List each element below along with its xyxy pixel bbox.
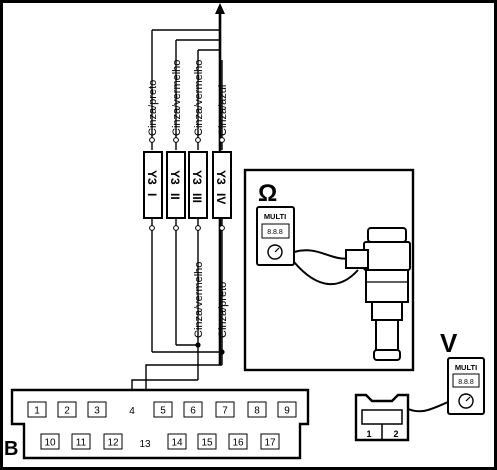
pin-4-label: 4 [129, 406, 135, 417]
arrow-up-icon [215, 3, 225, 14]
volt-symbol: V [440, 328, 458, 358]
volt-test: V MULTI 8.8.8 1 2 [354, 328, 485, 442]
pin-label-17: 17 [264, 438, 276, 449]
pin-label-3: 3 [94, 406, 100, 417]
pin-box-5 [153, 401, 173, 418]
wire-label-6: Cinza/preto [217, 282, 229, 338]
pin-box-14 [167, 433, 187, 450]
pin-box-15 [197, 433, 217, 450]
pin-label-7: 7 [222, 406, 228, 417]
pin-label-10: 10 [44, 438, 56, 449]
ohm-test-inset: Ω MULTI 8.8.8 [243, 168, 415, 372]
svg-text:8.8.8: 8.8.8 [267, 229, 283, 236]
svg-text:8.8.8: 8.8.8 [458, 379, 474, 386]
pin-label-2: 2 [64, 406, 70, 417]
pin-box-7 [215, 401, 235, 418]
wire-label-2: Cinza/vermelho [171, 60, 183, 136]
pin-box-3 [87, 401, 107, 418]
svg-text:I: I [145, 193, 159, 196]
pin-box-8 [247, 401, 267, 418]
pin-label-12: 12 [107, 438, 119, 449]
pin-label-6: 6 [190, 406, 196, 417]
injector-3: Y3 III [188, 151, 208, 219]
injector-4: Y3 IV [212, 151, 232, 219]
svg-text:III: III [190, 193, 204, 203]
pin-label-9: 9 [284, 406, 290, 417]
connector-label: B [4, 438, 18, 460]
svg-text:Y3: Y3 [214, 170, 228, 185]
pin-label-1: 1 [34, 406, 40, 417]
pin-box-9 [277, 401, 297, 418]
lower-wires [131, 218, 225, 402]
svg-text:Y3: Y3 [145, 170, 159, 185]
injector-drawing [345, 227, 411, 361]
wire-label-3: Cinza/vermelho [193, 60, 205, 136]
svg-text:MULTI: MULTI [455, 363, 477, 372]
svg-text:Y3: Y3 [168, 170, 182, 185]
svg-text:MULTI: MULTI [264, 212, 286, 221]
pin-box-12 [103, 433, 123, 450]
injector-1: Y3 I [143, 151, 163, 219]
pin-label-11: 11 [76, 438, 87, 449]
svg-text:Y3: Y3 [190, 170, 204, 185]
pin-label-15: 15 [201, 438, 213, 449]
svg-text:II: II [168, 193, 182, 200]
pin-box-11 [71, 433, 91, 450]
svg-text:IV: IV [214, 193, 228, 204]
pin-label-16: 16 [232, 438, 244, 449]
svg-text:2: 2 [393, 429, 398, 439]
wire-label-5: Cinza/vermelho [193, 262, 205, 338]
plug-connector: 1 2 [354, 393, 410, 442]
pin-13-label: 13 [139, 439, 151, 450]
svg-text:1: 1 [366, 429, 371, 439]
wire-label-4: Cinza/azul [217, 85, 229, 136]
pin-label-8: 8 [254, 406, 260, 417]
pin-label-14: 14 [171, 438, 183, 449]
pin-box-6 [183, 401, 203, 418]
pin-box-1 [27, 401, 47, 418]
pin-box-2 [57, 401, 77, 418]
upper-wires [149, 30, 225, 150]
pin-box-16 [228, 433, 248, 450]
pin-box-10 [40, 433, 60, 450]
injector-2: Y3 II [166, 151, 186, 219]
pin-box-17 [260, 433, 280, 450]
pin-label-5: 5 [160, 406, 166, 417]
wire-label-1: Cinza/preto [147, 80, 159, 136]
ohm-symbol: Ω [258, 180, 277, 207]
multimeter-ohm: MULTI 8.8.8 [256, 206, 295, 266]
